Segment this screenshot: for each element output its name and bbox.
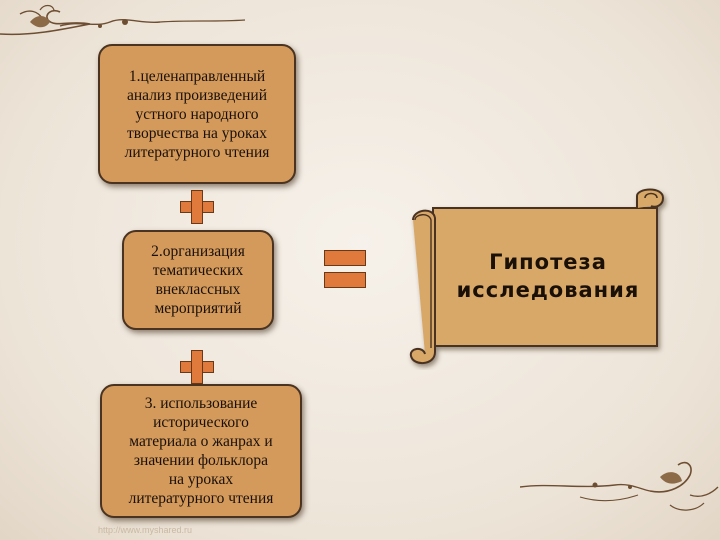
box-2-line: тематических	[152, 262, 244, 279]
top-ornament	[0, 4, 246, 36]
box-3-line: материала о жанрах и	[129, 433, 273, 450]
watermark: http://www.myshared.ru	[98, 525, 193, 535]
plus-icon	[180, 350, 214, 384]
scroll-title-line: Гипотеза	[489, 250, 607, 274]
box-2: 2.организация тематических внеклассных м…	[122, 230, 274, 330]
plus-icon	[180, 190, 214, 224]
box-1-line: 1.целенаправленный	[128, 67, 266, 85]
box-1-text: 1.целенаправленный анализ произведений у…	[125, 67, 270, 162]
box-1-line: анализ произведений	[127, 86, 267, 104]
bottom-ornament	[520, 461, 719, 511]
equals-icon	[324, 250, 366, 288]
box-3-line: значении фольклора	[133, 452, 269, 469]
scroll-shape	[409, 188, 665, 364]
box-1-line: устного народного	[135, 105, 259, 123]
box-2-text: 2.организация тематических внеклассных м…	[151, 242, 245, 318]
box-2-line: внеклассных	[155, 281, 241, 298]
box-2-line: мероприятий	[154, 300, 242, 317]
box-1-line: творчества на уроках	[127, 124, 267, 142]
box-3-line: литературного чтения	[128, 490, 274, 507]
scroll-title-line: исследования	[456, 278, 640, 302]
box-1-line: литературного чтения	[124, 143, 270, 161]
box-3-text: 3. использование исторического материала…	[129, 394, 274, 508]
box-2-line: 2.организация	[151, 243, 245, 260]
box-1: 1.целенаправленный анализ произведений у…	[98, 44, 296, 184]
scroll-title: Гипотеза исследования	[438, 248, 658, 304]
box-3: 3. использование исторического материала…	[100, 384, 302, 518]
box-3-line: на уроках	[168, 471, 234, 488]
box-3-line: исторического	[153, 414, 249, 431]
box-3-line: 3. использование	[144, 395, 258, 412]
